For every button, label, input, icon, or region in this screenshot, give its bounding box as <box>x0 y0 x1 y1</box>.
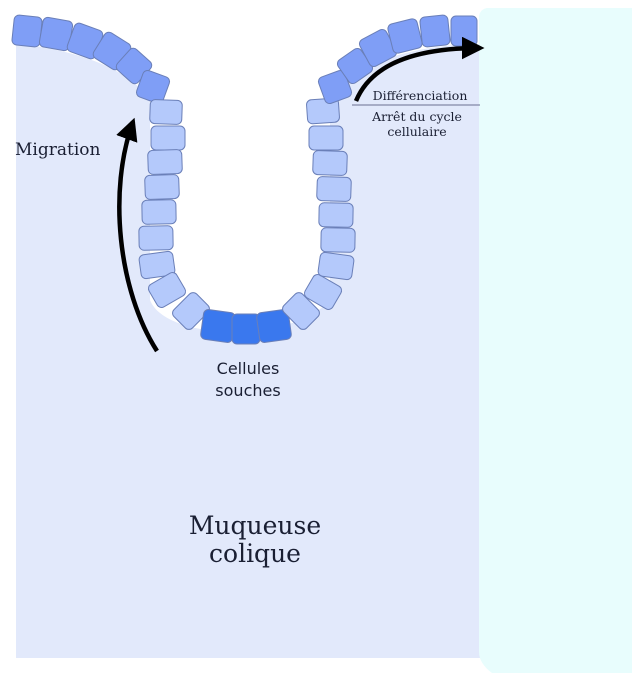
proliferating-cell <box>139 226 173 251</box>
differentiated-cell <box>451 16 477 46</box>
stem-cells-label-line2: souches <box>215 381 280 400</box>
mucosa-label-line1: Muqueuse <box>189 511 321 540</box>
proliferating-cell <box>317 252 354 280</box>
cell-cycle-arrest-label-line2: cellulaire <box>387 124 446 139</box>
stem-cell <box>200 309 236 343</box>
cell-cycle-arrest-label-line1: Arrêt du cycle <box>371 109 462 124</box>
proliferating-cell <box>145 174 180 199</box>
stem-cell <box>232 314 260 344</box>
differentiation-label: Différenciation <box>373 88 468 103</box>
differentiated-cell <box>387 18 423 54</box>
proliferating-cell <box>142 200 176 225</box>
proliferating-cell <box>319 203 353 228</box>
proliferating-cell <box>313 150 348 175</box>
stem-cells-label-line1: Cellules <box>217 359 280 378</box>
proliferating-cell <box>150 99 183 124</box>
mucosa-label-line2: colique <box>209 539 301 568</box>
differentiated-cell <box>420 15 451 48</box>
lumen-region <box>479 8 632 673</box>
proliferating-cell <box>321 228 355 253</box>
migration-label: Migration <box>15 140 100 160</box>
proliferating-cell <box>309 126 343 150</box>
proliferating-cell <box>148 149 183 174</box>
proliferating-cell <box>317 176 352 201</box>
differentiated-cell <box>12 15 43 48</box>
proliferating-cell <box>151 126 185 150</box>
